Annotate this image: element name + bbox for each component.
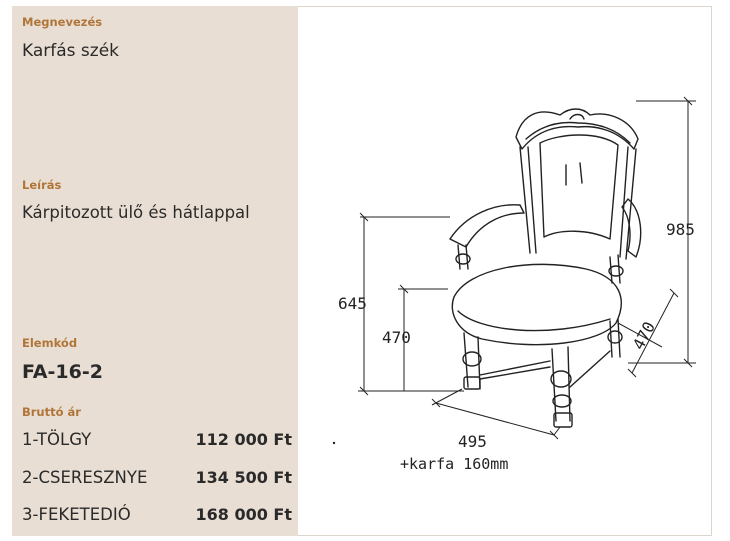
price-variant: 1-TÖLGY — [22, 429, 92, 449]
dim-seat-height: 470 — [382, 328, 411, 347]
price-variant: 2-CSERESZNYE — [22, 467, 148, 487]
dim-height-total: 985 — [666, 220, 695, 239]
product-name: Karfás szék — [22, 41, 120, 61]
name-label: Megnevezés — [22, 15, 103, 29]
code-label: Elemkód — [22, 336, 78, 350]
price-row: 3-FEKETEDIÓ 168 000 Ft — [22, 502, 292, 526]
price-row: 1-TÖLGY 112 000 Ft — [22, 427, 292, 451]
price-variant: 3-FEKETEDIÓ — [22, 504, 131, 524]
price-row: 2-CSERESZNYE 134 500 Ft — [22, 465, 292, 489]
chair-drawing: 985 645 470 470 495 +karfa 160mm — [332, 96, 696, 473]
price-amount: 112 000 Ft — [195, 429, 292, 449]
product-card: Megnevezés Karfás szék Leírás Kárpitozot… — [12, 6, 712, 536]
dim-width: 495 — [458, 432, 487, 451]
price-label: Bruttó ár — [22, 405, 81, 419]
price-amount: 168 000 Ft — [195, 504, 292, 524]
info-panel: Megnevezés Karfás szék Leírás Kárpitozot… — [12, 6, 298, 536]
product-code: FA-16-2 — [22, 361, 103, 383]
dim-arm-note: +karfa 160mm — [400, 455, 508, 473]
speck — [332, 441, 336, 445]
description-label: Leírás — [22, 178, 62, 192]
product-description: Kárpitozott ülő és hátlappal — [22, 203, 250, 222]
technical-drawing: 985 645 470 470 495 +karfa 160mm — [298, 6, 712, 536]
dim-arm-height: 645 — [338, 294, 367, 313]
dim-seat-depth: 470 — [629, 318, 659, 352]
price-amount: 134 500 Ft — [195, 467, 292, 487]
